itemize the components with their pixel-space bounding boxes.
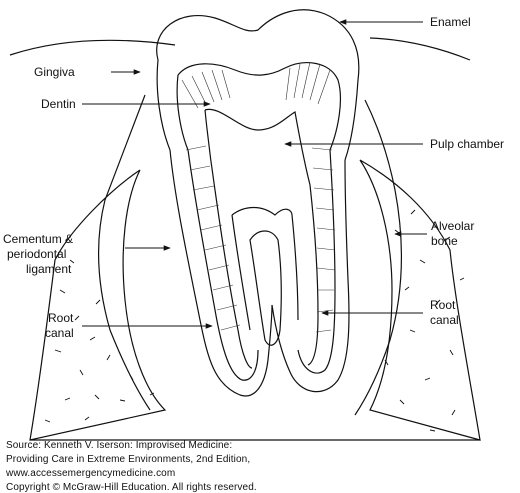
label-root-canal-left-line1: Root — [48, 311, 74, 325]
label-dentin: Dentin — [41, 97, 76, 111]
alveolar-bone-left — [29, 169, 167, 441]
enamel-outline — [156, 9, 360, 161]
label-cementum-line2: periodontal — [7, 247, 66, 261]
labels: Enamel Gingiva Dentin Pulp chamber Alveo… — [3, 15, 504, 340]
gingiva-tissue-right — [354, 99, 402, 416]
label-cementum-line3: ligament — [26, 262, 72, 276]
copyright-line: Copyright © McGraw-Hill Education. All r… — [6, 482, 257, 493]
alveolar-bone-right — [359, 159, 481, 441]
root-outline — [169, 149, 350, 397]
label-gingiva: Gingiva — [34, 65, 75, 79]
label-alveolar-bone-line2: bone — [431, 234, 458, 248]
gingiva-tissue-left — [97, 94, 151, 411]
leader-lines — [82, 19, 427, 329]
source-credit: Source: Kenneth V. Iserson: Improvised M… — [5, 440, 257, 493]
label-alveolar-bone-line1: Alveolar — [431, 219, 474, 233]
tooth-drawing — [9, 9, 481, 441]
root-canal-right-outline — [307, 184, 319, 366]
label-enamel: Enamel — [430, 15, 471, 29]
label-root-canal-right-line2: canal — [430, 313, 459, 327]
label-root-canal-left-line2: canal — [45, 326, 74, 340]
label-root-canal-right-line1: Root — [430, 298, 456, 312]
dentin-enamel-boundary — [177, 62, 341, 151]
source-line-1: Source: Kenneth V. Iserson: Improvised M… — [6, 440, 232, 451]
gingiva-outline — [9, 37, 471, 61]
source-line-2: Providing Care in Extreme Environments, … — [6, 454, 250, 465]
label-cementum-line1: Cementum & — [3, 232, 73, 246]
label-pulp-chamber: Pulp chamber — [430, 137, 504, 151]
pulp-chamber-outline — [204, 108, 311, 186]
source-line-3: www.accessemergencymedicine.com — [5, 468, 175, 479]
root-canal-left-outline — [214, 189, 253, 369]
